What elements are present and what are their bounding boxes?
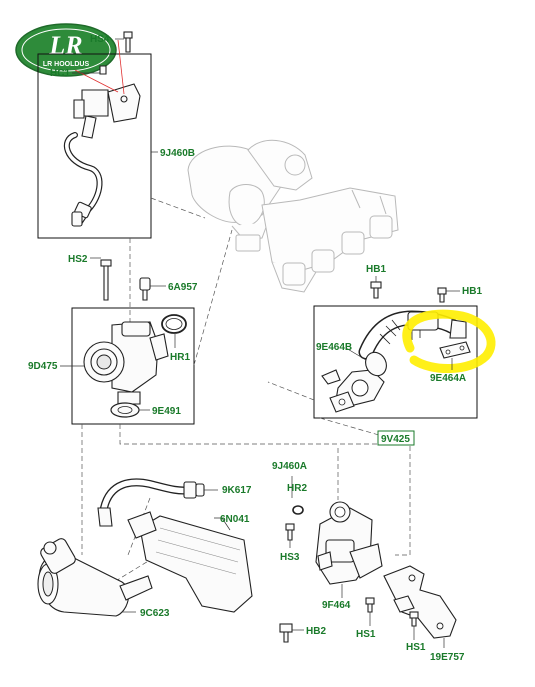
gasket-9e491	[110, 402, 140, 418]
label-hs1-left: HS1	[356, 629, 376, 640]
label-box-9v425	[377, 430, 415, 446]
boxed-group-egr-tube	[313, 305, 478, 419]
exhaust-manifold-outline	[261, 187, 399, 293]
bolt-hb1-right	[437, 287, 447, 303]
label-hc1: HC1	[50, 68, 70, 79]
label-9d475: 9D475	[28, 361, 58, 372]
label-hb1-left: HB1	[366, 264, 386, 275]
egr-cooler-9j460a	[315, 501, 383, 585]
gasket-9e464a	[439, 341, 471, 359]
yellow-highlight-mark	[402, 309, 496, 373]
seal-ring-hr1	[161, 314, 187, 334]
logo-tagline: LR HOOLDUS	[43, 61, 90, 68]
coolant-pipe-9k617	[97, 478, 205, 527]
label-hs4: HS4	[90, 34, 110, 45]
label-hb2: HB2	[306, 626, 326, 637]
catalytic-converter-9c623	[37, 538, 153, 617]
label-9v425: 9V425	[381, 434, 410, 445]
label-hr1: HR1	[170, 352, 190, 363]
seal-ring-hr2	[292, 505, 304, 515]
bolt-hs1-left	[365, 597, 375, 613]
boxed-group-hose-assembly	[37, 53, 152, 239]
bolt-hs3	[285, 523, 295, 541]
leader-lines	[60, 38, 460, 648]
label-9f464: 9F464	[322, 600, 351, 611]
label-hb1-right: HB1	[462, 286, 482, 297]
bolt-hs4	[123, 31, 133, 53]
label-19e757: 19E757	[430, 652, 465, 663]
label-9e491: 9E491	[152, 406, 181, 417]
label-6a957: 6A957	[168, 282, 198, 293]
label-hs3: HS3	[280, 552, 300, 563]
bolt-hs1-right	[409, 611, 419, 627]
bolt-hb1-left	[370, 281, 382, 299]
label-hs2: HS2	[68, 254, 88, 265]
turbocharger-outline	[187, 139, 313, 252]
label-9k617: 9K617	[222, 485, 252, 496]
egr-valve-9d475	[83, 321, 169, 405]
logo-wordmark: LR	[48, 31, 82, 60]
label-9e464a: 9E464A	[430, 373, 466, 384]
bolt-hb2	[279, 623, 293, 643]
connector-lines	[81, 197, 411, 599]
label-9c623: 9C623	[140, 608, 170, 619]
clip-hc1	[99, 65, 107, 75]
sensor-6a957	[139, 277, 151, 301]
heat-shield-6n041	[127, 511, 253, 613]
bolt-hs2	[100, 259, 112, 301]
gasket-9e464b-lower	[329, 391, 355, 413]
label-6n041: 6N041	[220, 514, 250, 525]
label-9e464b: 9E464B	[316, 342, 352, 353]
label-9j460a: 9J460A	[272, 461, 307, 472]
boxed-group-egr-valve	[71, 307, 195, 425]
lr-hooldus-logo: LR LR HOOLDUS	[15, 23, 117, 77]
label-hr2: HR2	[287, 483, 307, 494]
label-9j460b: 9J460B	[160, 148, 195, 159]
label-hs1-right: HS1	[406, 642, 426, 653]
egr-pipe-assembly	[63, 39, 141, 227]
bracket-19e757	[383, 565, 457, 639]
